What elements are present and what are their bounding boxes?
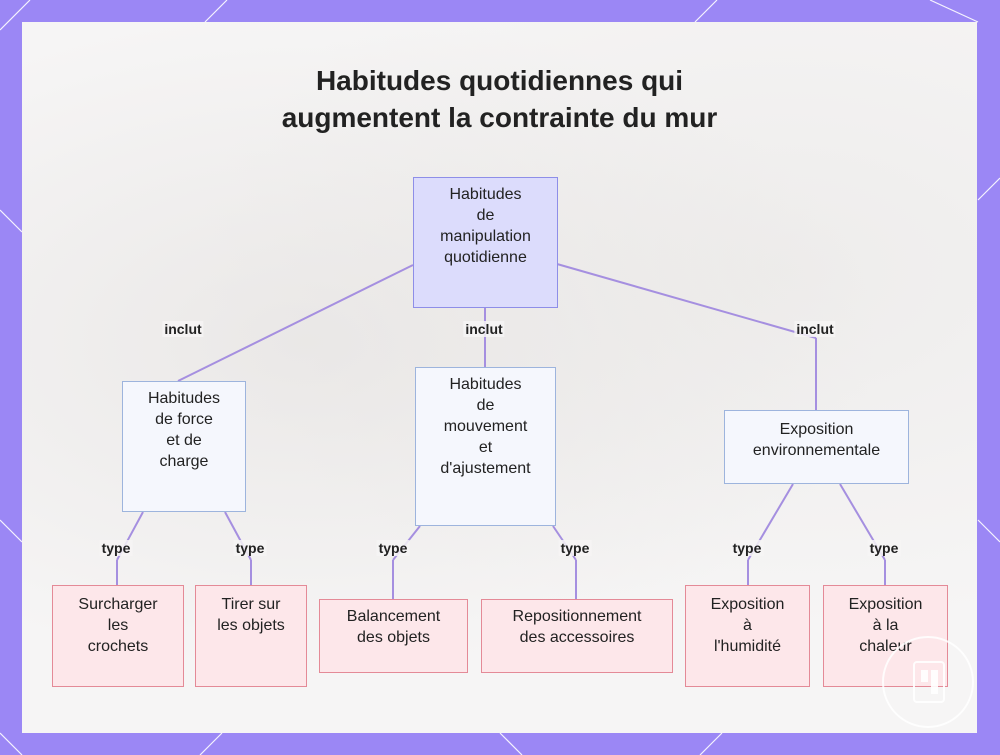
node-text: et (478, 439, 493, 456)
node-text: des accessoires (519, 629, 635, 646)
node-text: quotidienne (444, 249, 527, 266)
watermark-badge (882, 636, 974, 728)
edge-root-force (177, 264, 414, 382)
node-force-load-habits: Habitudes de force et de charge (122, 381, 246, 512)
node-text: de (476, 207, 495, 224)
node-text: crochets (87, 638, 149, 655)
node-text: les (107, 617, 129, 634)
edge-label-type-heat: type (867, 540, 901, 556)
node-text: Balancement (346, 608, 441, 625)
edge-label-type-overload: type (99, 540, 133, 556)
node-pull-objects: Tirer sur les objets (195, 585, 307, 687)
node-text: Habitudes (147, 390, 221, 407)
edge-label-inclut-left: inclut (162, 321, 204, 337)
node-text: Exposition (848, 596, 923, 613)
node-text: Habitudes (449, 376, 522, 393)
diagram-title: Habitudes quotidiennes qui augmentent la… (22, 62, 977, 136)
node-movement-adjustment-habits: Habitudes de mouvement et d'ajustement (415, 367, 556, 526)
node-environmental-exposure: Exposition environnementale (724, 410, 909, 484)
node-text: d'ajustement (440, 460, 531, 477)
node-text: Tirer sur (221, 596, 281, 613)
node-text: charge (159, 453, 209, 470)
node-text: environnementale (752, 442, 881, 459)
edge-label-inclut-center: inclut (463, 321, 505, 337)
node-accessory-repositioning: Repositionnement des accessoires (481, 599, 673, 673)
node-text: de force (155, 411, 213, 428)
title-line-2: augmentent la contrainte du mur (281, 102, 718, 133)
edge-label-type-reposition: type (558, 540, 592, 556)
edge-label-type-swing: type (376, 540, 410, 556)
edge-root-environment (556, 263, 817, 339)
node-text: Exposition (779, 421, 854, 438)
node-object-swinging: Balancement des objets (319, 599, 468, 673)
node-text: de (476, 397, 495, 414)
title-line-1: Habitudes quotidiennes qui (315, 65, 684, 96)
node-text: Exposition (710, 596, 785, 613)
node-humidity-exposure: Exposition à l'humidité (685, 585, 810, 687)
node-text: Repositionnement (512, 608, 642, 625)
node-root-daily-handling: Habitudes de manipulation quotidienne (413, 177, 558, 308)
edge-label-type-humidity: type (730, 540, 764, 556)
node-text: manipulation (440, 228, 531, 245)
node-text: des objets (357, 629, 430, 646)
node-text: Surcharger (78, 596, 158, 613)
edge-label-type-pull: type (233, 540, 267, 556)
edge-label-inclut-right: inclut (794, 321, 836, 337)
node-text: et de (166, 432, 202, 449)
node-text: l'humidité (713, 638, 782, 655)
node-text: Habitudes (449, 186, 522, 203)
node-text: mouvement (443, 418, 528, 435)
node-text: à la (872, 617, 899, 634)
watermark-logo-icon (913, 661, 945, 703)
node-text: les objets (217, 617, 285, 634)
node-text: à (743, 617, 752, 634)
node-overload-hooks: Surcharger les crochets (52, 585, 184, 687)
